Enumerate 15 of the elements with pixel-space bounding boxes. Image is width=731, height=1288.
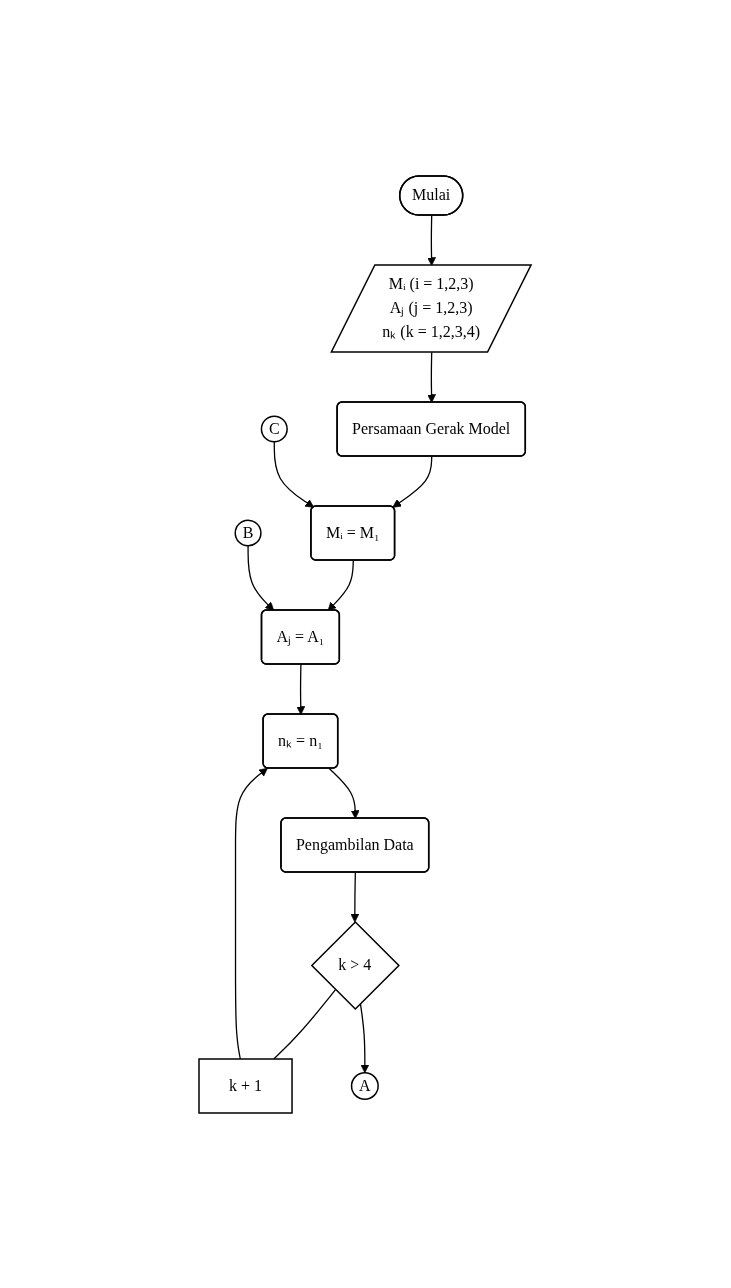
arrow (296, 663, 306, 715)
node-circle: A (351, 1071, 380, 1100)
arrow (350, 871, 360, 922)
arrow (392, 455, 433, 508)
connector (273, 988, 337, 1060)
arrow (427, 351, 437, 403)
node-diamond: k > 4 (311, 920, 401, 1010)
arrow (247, 544, 275, 611)
node-circle: C (261, 414, 289, 443)
node-circle: B (234, 518, 263, 547)
node-box: k + 1 (198, 1057, 294, 1114)
arrow (235, 767, 269, 1060)
arrow (274, 440, 315, 508)
arrow (328, 559, 355, 611)
arrow (329, 767, 361, 819)
